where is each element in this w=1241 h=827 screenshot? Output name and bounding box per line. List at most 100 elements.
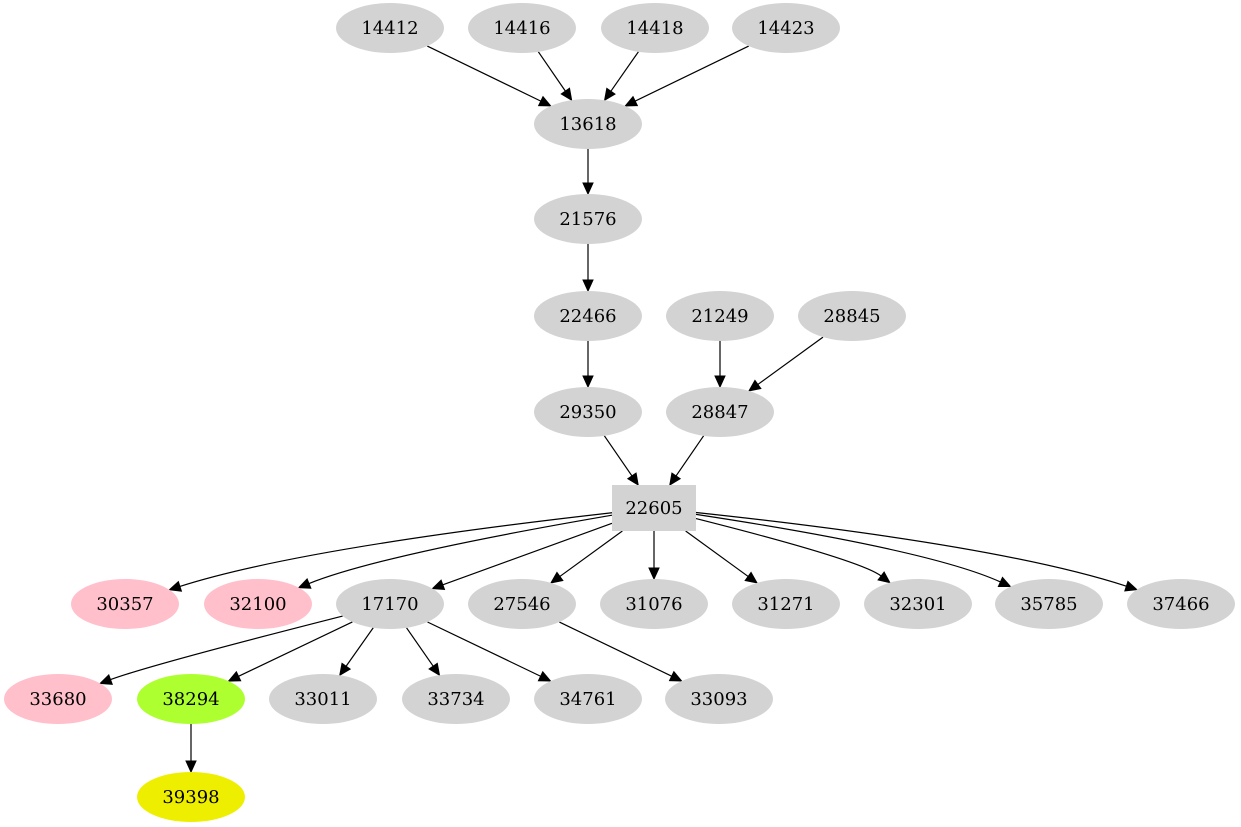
arrowhead-27546-33093 (668, 670, 683, 682)
node-label: 39398 (162, 787, 219, 808)
node-label: 32100 (229, 594, 286, 615)
arrowhead-14416-13618 (560, 87, 573, 102)
node-ellipse (798, 291, 906, 341)
node-ellipse (732, 579, 840, 629)
node-label: 38294 (162, 689, 219, 710)
arrowhead-22605-37466 (1124, 580, 1138, 592)
arrowhead-28845-28847 (748, 379, 762, 392)
arrowhead-17170-33734 (428, 662, 441, 677)
node-14423[interactable]: 14423 (732, 3, 840, 53)
node-14418[interactable]: 14418 (601, 3, 709, 53)
node-34761[interactable]: 34761 (534, 674, 642, 724)
edge-22605-31271 (685, 530, 749, 577)
node-22466[interactable]: 22466 (534, 291, 642, 341)
node-13618[interactable]: 13618 (534, 99, 642, 149)
node-label: 13618 (559, 114, 616, 135)
node-ellipse (468, 579, 576, 629)
node-37466[interactable]: 37466 (1127, 579, 1235, 629)
node-label: 22605 (625, 498, 682, 519)
node-35785[interactable]: 35785 (995, 579, 1103, 629)
arrowhead-38294-39398 (185, 760, 197, 774)
edge-14412-13618 (427, 45, 542, 102)
edge-22605-37466 (695, 511, 1127, 587)
node-ellipse (1127, 579, 1235, 629)
arrowhead-22466-29350 (582, 375, 594, 389)
node-label: 33011 (294, 689, 351, 710)
node-ellipse (666, 387, 774, 437)
node-31271[interactable]: 31271 (732, 579, 840, 629)
node-label: 31076 (625, 594, 682, 615)
node-39398[interactable]: 39398 (137, 772, 245, 822)
node-14416[interactable]: 14416 (468, 3, 576, 53)
node-ellipse (534, 99, 642, 149)
node-label: 14423 (757, 18, 814, 39)
arrowhead-29350-22605 (626, 472, 639, 486)
node-ellipse (534, 674, 642, 724)
node-ellipse (269, 674, 377, 724)
edge-22605-27546 (559, 530, 623, 577)
node-ellipse (600, 579, 708, 629)
node-33680[interactable]: 33680 (4, 674, 112, 724)
arrowhead-28847-22605 (669, 472, 682, 486)
node-label: 29350 (559, 402, 616, 423)
arrowhead-22605-30357 (168, 580, 183, 592)
arrowhead-17170-38294 (227, 670, 242, 682)
edge-22605-17170 (442, 522, 613, 586)
node-label: 14412 (361, 18, 418, 39)
node-ellipse (336, 579, 444, 629)
node-ellipse (402, 674, 510, 724)
node-label: 14416 (493, 18, 550, 39)
node-33011[interactable]: 33011 (269, 674, 377, 724)
node-ellipse (995, 579, 1103, 629)
node-label: 35785 (1020, 594, 1077, 615)
node-21576[interactable]: 21576 (534, 194, 642, 244)
node-28847[interactable]: 28847 (666, 387, 774, 437)
node-ellipse (864, 579, 972, 629)
node-label: 33680 (29, 689, 86, 710)
node-box (612, 485, 696, 531)
node-ellipse (4, 674, 112, 724)
node-33734[interactable]: 33734 (402, 674, 510, 724)
node-label: 14418 (626, 18, 683, 39)
node-27546[interactable]: 27546 (468, 579, 576, 629)
node-28845[interactable]: 28845 (798, 291, 906, 341)
arrowhead-22605-31076 (648, 567, 660, 581)
node-14412[interactable]: 14412 (336, 3, 444, 53)
node-ellipse (71, 579, 179, 629)
arrowhead-17170-34761 (537, 670, 552, 682)
node-label: 28847 (691, 402, 748, 423)
edge-22605-30357 (179, 512, 613, 588)
node-33093[interactable]: 33093 (665, 674, 773, 724)
node-21249[interactable]: 21249 (666, 291, 774, 341)
edge-17170-38294 (238, 621, 353, 677)
arrowhead-14423-13618 (624, 95, 639, 107)
edge-17170-34761 (427, 621, 541, 677)
node-ellipse (137, 772, 245, 822)
node-32100[interactable]: 32100 (204, 579, 312, 629)
node-30357[interactable]: 30357 (71, 579, 179, 629)
arrowhead-22605-32301 (877, 571, 891, 584)
node-38294[interactable]: 38294 (137, 674, 245, 724)
node-17170[interactable]: 17170 (336, 579, 444, 629)
node-ellipse (468, 3, 576, 53)
arrowhead-22605-32100 (297, 577, 312, 589)
arrowhead-21249-28847 (714, 375, 726, 389)
node-label: 27546 (493, 594, 550, 615)
node-31076[interactable]: 31076 (600, 579, 708, 629)
edge-14418-13618 (610, 51, 639, 92)
arrowhead-21576-22466 (582, 279, 594, 293)
node-ellipse (534, 194, 642, 244)
arrowhead-13618-21576 (582, 182, 594, 196)
edge-14423-13618 (634, 45, 749, 102)
edges-layer (99, 45, 1138, 774)
node-ellipse (534, 387, 642, 437)
edge-28845-28847 (757, 336, 824, 385)
node-32301[interactable]: 32301 (864, 579, 972, 629)
edge-28847-22605 (675, 435, 705, 477)
node-22605[interactable]: 22605 (612, 485, 696, 531)
edge-29350-22605 (603, 435, 633, 477)
edge-22605-35785 (695, 513, 1001, 583)
node-29350[interactable]: 29350 (534, 387, 642, 437)
arrowhead-22605-35785 (997, 576, 1012, 588)
edge-17170-33011 (345, 627, 374, 667)
